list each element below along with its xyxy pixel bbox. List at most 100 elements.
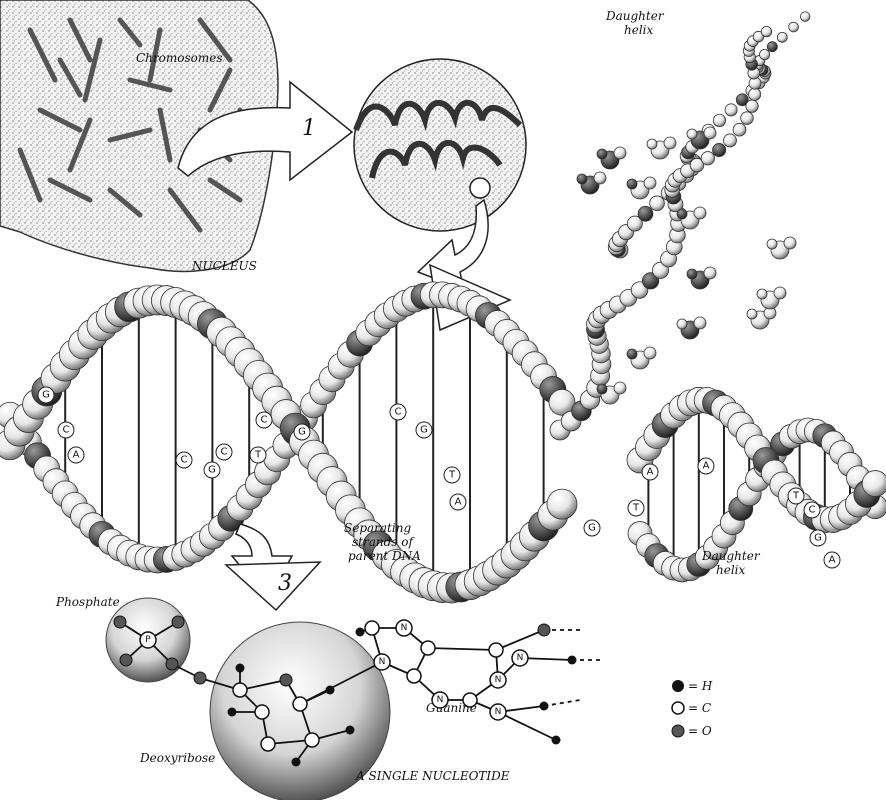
upper-strand-ball-39: [749, 88, 761, 100]
nitrogen-label-N2: N: [495, 707, 502, 717]
upper-strand2-ball-40: [800, 12, 810, 22]
base-letter-left-0: G: [42, 390, 50, 401]
base-letter-left-4: G: [208, 465, 216, 476]
free-nucleotide-6-c: [687, 269, 697, 279]
upper-strand2-ball-39: [789, 22, 799, 32]
hydrogen-atom-Hd: [568, 656, 577, 665]
hydrogen-atom-H4: [346, 726, 355, 735]
hydrogen-atom-H2: [228, 708, 237, 717]
free-nucleotide-8-b: [644, 347, 656, 359]
free-nucleotide-8-c: [627, 349, 637, 359]
legend-carbon-label: = C: [688, 701, 711, 715]
base-letter-left-6: T: [254, 450, 262, 461]
legend-carbon-swatch: [672, 702, 684, 714]
oxygen-atom-O1: [114, 616, 126, 628]
free-nucleotide-6-b: [704, 267, 716, 279]
deoxyribose-label: Deoxyribose: [139, 751, 215, 765]
upper-strand-ball-35: [723, 134, 736, 147]
upper-strand2-ball-37: [767, 42, 777, 52]
atom-legend: = H = C = O: [672, 679, 713, 738]
free-nucleotide-5-c: [767, 239, 777, 249]
nitrogen-label-N1: N: [495, 675, 502, 685]
right-front-ball-28: [862, 471, 886, 497]
upper-strand-ball-38: [746, 100, 758, 112]
oxygen-atom-O4: [166, 658, 178, 670]
base-letter-left-3: C: [181, 455, 188, 466]
single-nucleotide: Phosphate Deoxyribose A SINGLE NUCLEOTID…: [55, 595, 600, 800]
free-nucleotide-5-b: [784, 237, 796, 249]
chromosomes-label: Chromosomes: [136, 51, 223, 65]
free-nucleotide-2-c: [627, 179, 637, 189]
base-letter-right-3: A: [703, 461, 710, 472]
nitrogen-label-N3: N: [437, 695, 444, 705]
nucleus-label: NUCLEUS: [191, 259, 257, 273]
upper-strand-ball-36: [733, 123, 746, 136]
free-nucleotide-7-c: [747, 309, 757, 319]
base-letter-left-7: C: [261, 415, 268, 426]
step-3-number: 3: [278, 571, 292, 596]
phosphorus-label: P: [145, 635, 151, 645]
free-nucleotide-1-b: [664, 137, 676, 149]
oxygen-atom-Oc: [194, 672, 206, 684]
upper-strand2-ball-36: [759, 49, 769, 59]
base-letter-right-2: T: [632, 503, 640, 514]
upper-strand-ball-34: [713, 143, 726, 156]
nitrogen-label-N7: N: [401, 623, 408, 633]
base-letter-left-12: A: [455, 497, 462, 508]
base-letter-left-9: C: [395, 407, 402, 418]
bond-33: [498, 712, 556, 740]
free-nucleotide-9-b: [694, 317, 706, 329]
backbone-ball-a-60: [547, 489, 577, 519]
base-letter-left-10: G: [420, 425, 428, 436]
hydrogen-atom-Ha: [356, 628, 365, 637]
hydrogen-bond-2: [544, 700, 580, 706]
free-nucleotide-2-b: [644, 177, 656, 189]
free-nucleotide-11-b: [774, 287, 786, 299]
free-nucleotide-3-c: [687, 129, 697, 139]
oxygen-atom-O2: [172, 616, 184, 628]
daughter-helix-right-label: Daughter: [701, 549, 761, 563]
step-1-number: 1: [302, 116, 316, 141]
free-nucleotide-0-b: [614, 147, 626, 159]
hydrogen-atom-Hc: [552, 736, 561, 745]
free-nucleotide-0-c: [597, 149, 607, 159]
carbon-atom-C2: [255, 705, 269, 719]
base-letter-right-7: T: [792, 491, 800, 502]
free-nucleotide-9-c: [677, 319, 687, 329]
legend-oxygen-label: = O: [688, 724, 712, 738]
phosphate-label: Phosphate: [55, 595, 120, 609]
free-nucleotide-4-c: [677, 209, 687, 219]
upper-strand2-ball-23: [713, 114, 725, 126]
upper-strand2-ball-24: [725, 104, 737, 116]
oxygen-atom-O6: [538, 624, 550, 636]
carbon-atom-C8: [365, 621, 379, 635]
arrow-3: 3: [226, 524, 320, 610]
carbon-atom-C3: [293, 697, 307, 711]
bond-28: [496, 630, 544, 650]
legend-hydrogen-label: = H: [688, 679, 713, 693]
separating-strands-label-3: parent DNA: [348, 549, 421, 563]
single-nucleotide-label: A SINGLE NUCLEOTIDE: [355, 769, 510, 783]
upper-strand2-ball-8: [650, 196, 665, 211]
free-nucleotide-3-b: [704, 127, 716, 139]
hydrogen-atom-H1: [236, 664, 245, 673]
oxygen-atom-O3: [120, 654, 132, 666]
carbon-atom-C5b: [421, 641, 435, 655]
free-nucleotide-10-c: [597, 384, 607, 394]
upper-strand2-ball-38: [777, 32, 787, 42]
base-letter-right-1: A: [647, 467, 654, 478]
separating-strands-label-2: strands of: [352, 535, 415, 549]
upper-strand-ball-33: [701, 152, 714, 165]
legend-hydrogen-swatch: [673, 681, 684, 692]
upper-strand-ball-48: [761, 26, 771, 36]
base-letter-right-6: A: [829, 555, 836, 566]
carbon-atom-C1: [233, 683, 247, 697]
free-nucleotide-1-c: [647, 139, 657, 149]
free-nucleotide-10-b: [614, 382, 626, 394]
free-nucleotide-11-c: [757, 289, 767, 299]
free-nucleotide-12-c: [577, 174, 587, 184]
base-letter-right-5: G: [814, 533, 822, 544]
nitrogen-label-N1b: N: [517, 653, 524, 663]
upper-strand2-ball-7: [638, 206, 653, 221]
